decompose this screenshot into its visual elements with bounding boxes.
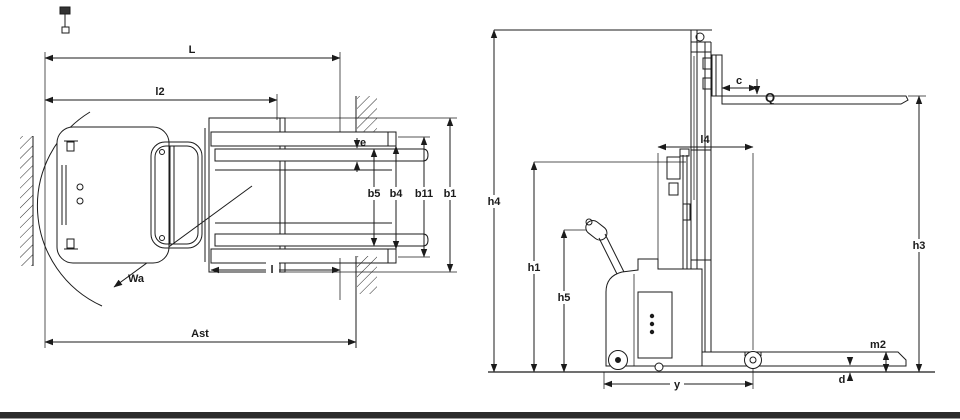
truck-body-top xyxy=(56,126,170,264)
straddle-frame-top xyxy=(208,117,397,273)
dim-label-l4: l4 xyxy=(700,134,710,146)
dim-label-Wa: Wa xyxy=(128,273,145,285)
dim-label-l: l xyxy=(270,264,273,276)
dim-label-h1: h1 xyxy=(528,262,541,274)
dimension-labels-top-view: L l2 e b5 b4 b11 b1 Wa l Ast xyxy=(128,44,459,340)
dim-label-h3: h3 xyxy=(913,240,926,252)
upper-fork-carriage xyxy=(702,54,909,105)
dim-label-b4: b4 xyxy=(390,188,404,200)
bottom-divider-bar xyxy=(0,412,960,419)
dim-label-h5: h5 xyxy=(558,292,571,304)
straddle-leg-side xyxy=(701,351,907,369)
dim-label-y: y xyxy=(674,379,681,391)
dim-label-l2: l2 xyxy=(155,86,164,98)
aisle-rack-hatch xyxy=(355,96,377,348)
dim-label-m2: m2 xyxy=(870,339,886,351)
dimension-lines-side-view xyxy=(490,29,923,388)
dim-label-e: e xyxy=(360,137,366,149)
corner-detail xyxy=(59,6,71,34)
truck-body-side xyxy=(605,258,703,372)
wall-hatch xyxy=(20,136,34,266)
top-view: L l2 e b5 b4 b11 b1 Wa l Ast xyxy=(20,6,459,348)
dim-label-d: d xyxy=(839,374,846,386)
dim-label-b5: b5 xyxy=(368,188,381,200)
dim-label-L: L xyxy=(189,44,196,56)
load-label-Q: Q xyxy=(765,90,775,105)
dim-label-h4: h4 xyxy=(488,196,502,208)
dim-label-c: c xyxy=(736,75,742,87)
dim-label-b1: b1 xyxy=(444,188,457,200)
dimension-labels-side-view: h4 h1 h5 h3 c Q l4 m2 d y xyxy=(484,75,929,391)
dim-label-b11: b11 xyxy=(415,188,433,200)
side-view: h4 h1 h5 h3 c Q l4 m2 d y xyxy=(484,29,935,391)
dim-label-Ast: Ast xyxy=(191,328,209,340)
